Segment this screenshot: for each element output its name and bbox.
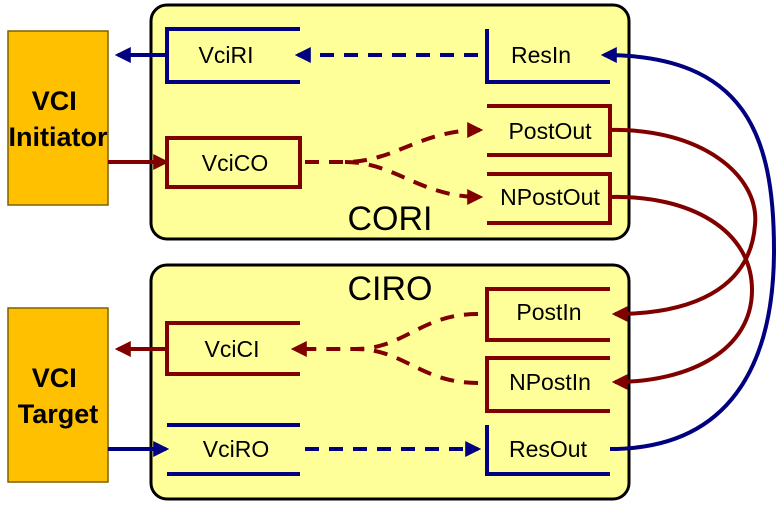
vci-target-label-line2: Target <box>18 399 99 429</box>
port-npostin-label: NPostIn <box>509 369 591 395</box>
port-npostin-bracket <box>485 356 610 413</box>
port-postin-label: PostIn <box>516 299 581 325</box>
port-vcico-bracket <box>165 136 302 189</box>
port-resin-bracket <box>485 29 610 84</box>
port-postout-label: PostOut <box>508 118 592 144</box>
port-npostout-label: NPostOut <box>500 184 600 210</box>
port-vciri-label: VciRI <box>199 42 254 68</box>
port-resin-label: ResIn <box>511 42 571 68</box>
port-vciro-label: VciRO <box>203 436 269 462</box>
port-vcici-label: VciCI <box>205 336 260 362</box>
cori-module <box>149 3 631 241</box>
vci-initiator-box <box>7 30 109 206</box>
vci-initiator-label: VCI Initiator <box>9 86 108 152</box>
port-postout-bracket <box>487 104 612 157</box>
arrow-vcico-to-npostout <box>344 160 484 205</box>
vci-target-label: VCI Target <box>18 363 99 429</box>
port-resout-label: ResOut <box>509 436 588 462</box>
port-npostout-bracket <box>487 172 612 225</box>
port-postin-bracket <box>485 287 610 342</box>
ciro-title: CIRO <box>348 270 433 308</box>
port-resout-bracket <box>485 425 610 476</box>
vci-initiator-label-line2: Initiator <box>9 122 108 152</box>
arrow-vcico-to-postout <box>305 122 484 164</box>
arrow-resout-to-resin <box>600 47 777 451</box>
cori-title: CORI <box>348 200 433 238</box>
arrow-npostout-to-npostin <box>609 194 755 390</box>
port-vcico-label: VciCO <box>202 150 268 176</box>
vci-target-box <box>7 307 109 483</box>
vci-target-label-line1: VCI <box>32 363 77 393</box>
vci-initiator-label-line1: VCI <box>32 86 77 116</box>
arrow-postout-to-postin <box>609 127 758 322</box>
port-vciro-bracket <box>167 423 300 476</box>
